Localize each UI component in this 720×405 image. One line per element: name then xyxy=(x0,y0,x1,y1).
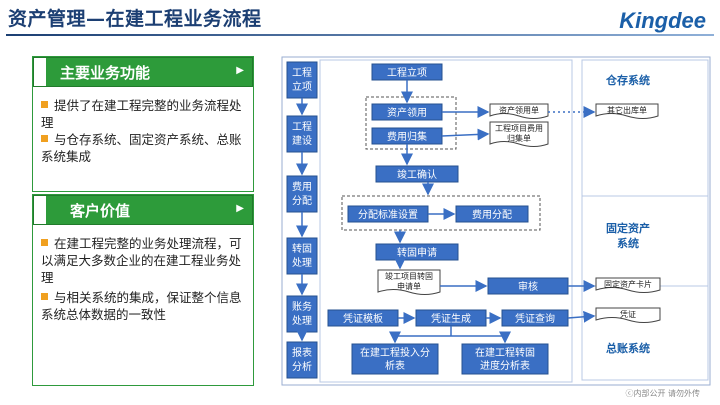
system-warehouse: 仓存系统 xyxy=(605,73,650,87)
svg-text:建设: 建设 xyxy=(292,134,312,147)
doc-voucher[interactable] xyxy=(595,307,661,323)
stage-transfer[interactable] xyxy=(286,237,318,275)
documents: 资产领用单 工程项目费用 归集单 竣工项目转固 申请单 其它出库单 固定资产卡片… xyxy=(377,103,661,323)
step-completion-confirm[interactable] xyxy=(375,165,459,183)
customer-value-title: 客户价值 xyxy=(70,202,131,220)
svg-text:归集单: 归集单 xyxy=(507,133,531,143)
doc-transfer-request[interactable] xyxy=(377,269,441,295)
svg-text:固定资产卡片: 固定资产卡片 xyxy=(604,279,652,289)
svg-text:凭证: 凭证 xyxy=(620,309,636,319)
bullet-icon xyxy=(41,135,48,142)
svg-text:账务: 账务 xyxy=(292,300,312,313)
svg-text:立项: 立项 xyxy=(292,80,312,93)
doc-asset-requisition[interactable] xyxy=(489,103,549,119)
doc-cost-collection[interactable] xyxy=(489,121,549,147)
step-label: 审核 xyxy=(518,280,538,293)
svg-text:系统: 系统 xyxy=(617,236,639,250)
step-label: 工程立项 xyxy=(387,66,427,79)
system-fixed-asset: 固定资产 xyxy=(606,221,650,235)
step-label: 费用分配 xyxy=(472,208,512,221)
svg-text:分配: 分配 xyxy=(292,195,312,207)
kingdee-logo: Kingdee xyxy=(619,8,706,33)
svg-text:工程: 工程 xyxy=(292,67,312,79)
customer-value-header[interactable]: 客户价值 ▶ xyxy=(33,195,253,225)
svg-text:工程项目费用: 工程项目费用 xyxy=(495,123,543,133)
stage-reporting[interactable] xyxy=(286,341,318,379)
bullet-item: 在建工程完整的业务处理流程，可以满足大多数企业的在建工程业务处理 xyxy=(41,236,242,285)
svg-text:资产领用单: 资产领用单 xyxy=(499,105,539,115)
flow-steps: 工程立项 资产领用 费用归集 竣工确认 分配标准设置 费用分配 转固申请 审核 … xyxy=(327,63,569,375)
process-frame xyxy=(319,59,573,383)
stage-construction[interactable] xyxy=(286,115,318,153)
svg-text:分析: 分析 xyxy=(292,360,312,373)
svg-text:其它出库单: 其它出库单 xyxy=(607,105,647,115)
step-label: 资产领用 xyxy=(387,106,427,119)
systems-frame xyxy=(581,59,709,381)
svg-text:处理: 处理 xyxy=(292,315,312,327)
step-label: 凭证生成 xyxy=(431,312,471,325)
main-functions-panel: 主要业务功能 ▶ 提供了在建工程完整的业务流程处理 与仓存系统、固定资产系统、总… xyxy=(32,56,254,192)
step-label: 费用归集 xyxy=(387,130,427,143)
expand-arrow-icon[interactable]: ▶ xyxy=(236,65,244,76)
step-label: 转固申请 xyxy=(397,246,437,259)
stage-accounting[interactable] xyxy=(286,295,318,333)
header-divider xyxy=(6,34,714,36)
bullet-item: 提供了在建工程完整的业务流程处理 xyxy=(41,98,242,130)
svg-text:处理: 处理 xyxy=(292,257,312,269)
report-transfer-progress[interactable] xyxy=(461,343,549,375)
svg-text:竣工项目转固: 竣工项目转固 xyxy=(385,271,433,281)
svg-text:在建工程投入分: 在建工程投入分 xyxy=(360,346,430,359)
doc-other-outbound[interactable] xyxy=(595,103,659,119)
svg-text:转固: 转固 xyxy=(292,242,312,255)
main-functions-header[interactable]: 主要业务功能 ▶ xyxy=(33,57,253,87)
main-functions-title: 主要业务功能 xyxy=(60,64,151,82)
step-transfer-request[interactable] xyxy=(375,243,459,261)
expand-arrow-icon[interactable]: ▶ xyxy=(236,203,244,214)
stage-column: 工程 立项 工程 建设 费用 分配 转固 处理 账务 处理 报表 分析 xyxy=(286,61,318,379)
bullet-icon xyxy=(41,101,48,108)
customer-value-panel: 客户价值 ▶ 在建工程完整的业务处理流程，可以满足大多数企业的在建工程业务处理 … xyxy=(32,194,254,386)
bullet-icon xyxy=(41,239,48,246)
svg-text:申请单: 申请单 xyxy=(397,281,421,291)
step-label: 凭证模板 xyxy=(343,312,383,325)
step-label: 凭证查询 xyxy=(515,312,555,325)
bullet-icon xyxy=(41,293,48,300)
svg-text:工程: 工程 xyxy=(292,121,312,133)
step-label: 竣工确认 xyxy=(397,168,437,181)
bullet-item: 与仓存系统、固定资产系统、总账系统集成 xyxy=(41,132,242,164)
system-ledger: 总账系统 xyxy=(606,341,650,355)
svg-text:进度分析表: 进度分析表 xyxy=(480,359,530,372)
svg-text:析表: 析表 xyxy=(385,359,405,372)
classification-footer: ⓒ内部公开 请勿外传 xyxy=(625,389,700,398)
step-cost-allocation[interactable] xyxy=(455,205,529,223)
bullet-item: 与相关系统的集成，保证整个信息系统总体数据的一致性 xyxy=(41,290,242,322)
diagram-frame xyxy=(281,56,711,386)
svg-text:报表: 报表 xyxy=(292,346,312,359)
doc-fixed-asset-card[interactable] xyxy=(595,277,661,293)
svg-text:费用: 费用 xyxy=(292,180,312,193)
svg-text:在建工程转固: 在建工程转固 xyxy=(475,346,535,359)
page-title: 资产管理—在建工程业务流程 xyxy=(8,8,262,30)
step-label: 分配标准设置 xyxy=(358,209,418,221)
report-investment-analysis[interactable] xyxy=(351,343,439,375)
